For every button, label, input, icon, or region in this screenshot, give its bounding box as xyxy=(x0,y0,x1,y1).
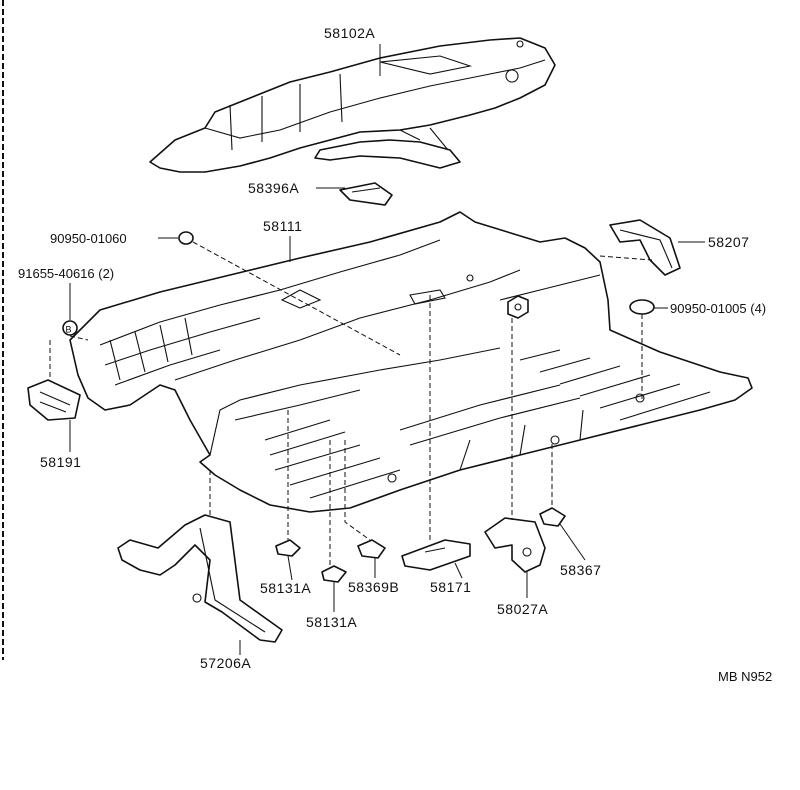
install-line-bolt xyxy=(49,335,89,380)
part-57206A-member[interactable] xyxy=(117,514,283,643)
label-58027A: 58027A xyxy=(497,601,548,617)
label-58111: 58111 xyxy=(263,218,302,234)
part-58111-floor-pan[interactable] xyxy=(69,211,753,513)
part-58131A-clip-1[interactable] xyxy=(275,539,301,557)
label-57206A: 57206A xyxy=(200,655,251,671)
label-58131A-2: 58131A xyxy=(306,614,357,630)
install-line-plug xyxy=(192,241,401,356)
part-58102A-frame[interactable] xyxy=(149,37,556,173)
part-91655-40616-bolt[interactable]: B xyxy=(62,320,78,336)
install-line-58207 xyxy=(599,255,653,261)
label-58191: 58191 xyxy=(40,454,81,470)
label-58367: 58367 xyxy=(560,562,601,578)
part-90950-01060-plug[interactable] xyxy=(178,231,194,245)
label-58131A-1: 58131A xyxy=(260,580,311,596)
figure-code: MB N952 xyxy=(718,669,772,684)
leader-58131A-1 xyxy=(287,555,293,581)
label-90950-01060: 90950-01060 xyxy=(50,231,127,246)
install-line-58369B xyxy=(344,440,371,541)
label-58207: 58207 xyxy=(708,234,749,250)
label-58171: 58171 xyxy=(430,579,471,595)
part-58396A-bracket[interactable] xyxy=(339,182,393,206)
label-91655-40616: 91655-40616 (2) xyxy=(18,266,114,281)
part-58027A-bracket[interactable] xyxy=(484,517,546,573)
part-58131A-clip-2[interactable] xyxy=(321,565,347,583)
part-58171-plate[interactable] xyxy=(401,539,471,571)
label-58396A: 58396A xyxy=(248,180,299,196)
part-58191-bracket[interactable] xyxy=(27,379,81,421)
label-90950-01005: 90950-01005 (4) xyxy=(670,301,766,316)
bolt-marker-label: B xyxy=(66,325,72,335)
leader-58367 xyxy=(559,523,586,561)
part-58367-clip[interactable] xyxy=(539,507,566,527)
part-58369B-clip[interactable] xyxy=(357,539,386,559)
leader-58171 xyxy=(454,562,463,579)
label-58369B: 58369B xyxy=(348,579,399,595)
label-58102A: 58102A xyxy=(324,25,375,41)
part-90950-01005-grommet[interactable] xyxy=(629,299,655,315)
part-58207-bracket[interactable] xyxy=(609,219,681,276)
